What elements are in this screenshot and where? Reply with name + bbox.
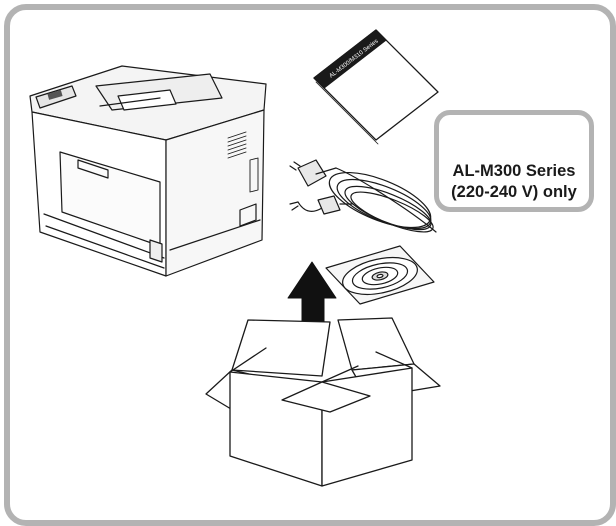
callout-box: AL-M300 Series (220-240 V) only [434,110,594,212]
callout-line-1: AL-M300 Series [452,162,576,180]
manual-icon: AL-M300/M310 Series [313,29,439,145]
printer-icon [29,65,267,277]
power-cord-icon [289,159,437,233]
cd-icon [325,245,435,305]
open-box-icon [205,317,441,487]
callout-text: AL-M300 Series (220-240 V) only [439,161,589,203]
callout-line-2: (220-240 V) only [451,183,577,201]
